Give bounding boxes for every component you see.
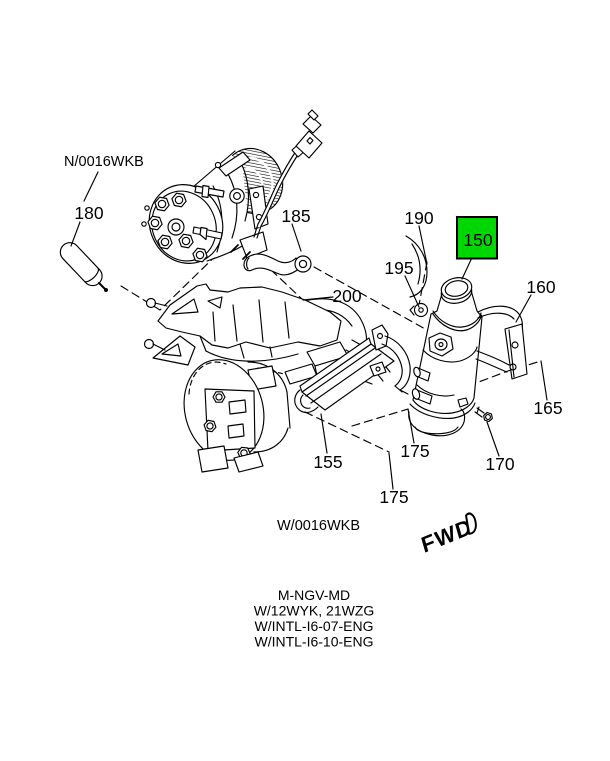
harness-connector <box>295 130 323 159</box>
compressor-assembly <box>141 147 284 264</box>
callout-200[interactable]: 200 <box>332 286 361 306</box>
callout-190[interactable]: 190 <box>404 208 433 228</box>
strap-bracket-part <box>243 253 312 276</box>
footer-line-4: W/INTL-I6-10-ENG <box>254 634 373 650</box>
callout-195[interactable]: 195 <box>384 258 413 278</box>
canister-part <box>408 277 493 437</box>
fwd-indicator: FWD <box>418 512 477 558</box>
footer-line-1: M-NGV-MD <box>278 587 350 603</box>
assembly-dash-lines <box>120 237 542 453</box>
engine-bracket-assembly <box>143 235 428 473</box>
receiver-drier-part <box>59 242 108 292</box>
callout-180[interactable]: 180 <box>74 203 103 223</box>
note-bottom: W/0016WKB <box>277 518 360 534</box>
wiring-harness <box>253 109 323 239</box>
note-top-left: N/0016WKB <box>64 154 144 170</box>
callout-150[interactable]: 150 <box>463 230 492 250</box>
callout-175-lower[interactable]: 175 <box>379 487 408 507</box>
compressor-mounting-studs <box>192 184 251 260</box>
footer-line-2: W/12WYK, 21WZG <box>254 603 375 619</box>
support-arm-part <box>294 324 411 414</box>
callout-175-upper[interactable]: 175 <box>400 441 429 461</box>
callout-160[interactable]: 160 <box>526 277 555 297</box>
callout-170[interactable]: 170 <box>485 454 514 474</box>
compressor-front-flange <box>141 184 224 264</box>
footer-applicability-block: M-NGV-MD W/12WYK, 21WZG W/INTL-I6-07-ENG… <box>254 587 375 650</box>
highlight-box-150[interactable] <box>456 216 498 260</box>
callout-155[interactable]: 155 <box>313 452 342 472</box>
callout-165[interactable]: 165 <box>533 398 562 418</box>
pin-part <box>409 302 429 318</box>
footer-line-3: W/INTL-I6-07-ENG <box>254 618 373 634</box>
canister-spigots <box>411 366 433 405</box>
callout-185[interactable]: 185 <box>281 206 310 226</box>
leader-lines <box>70 171 548 490</box>
clamp-bracket-part <box>475 305 528 380</box>
alternator <box>183 359 291 473</box>
